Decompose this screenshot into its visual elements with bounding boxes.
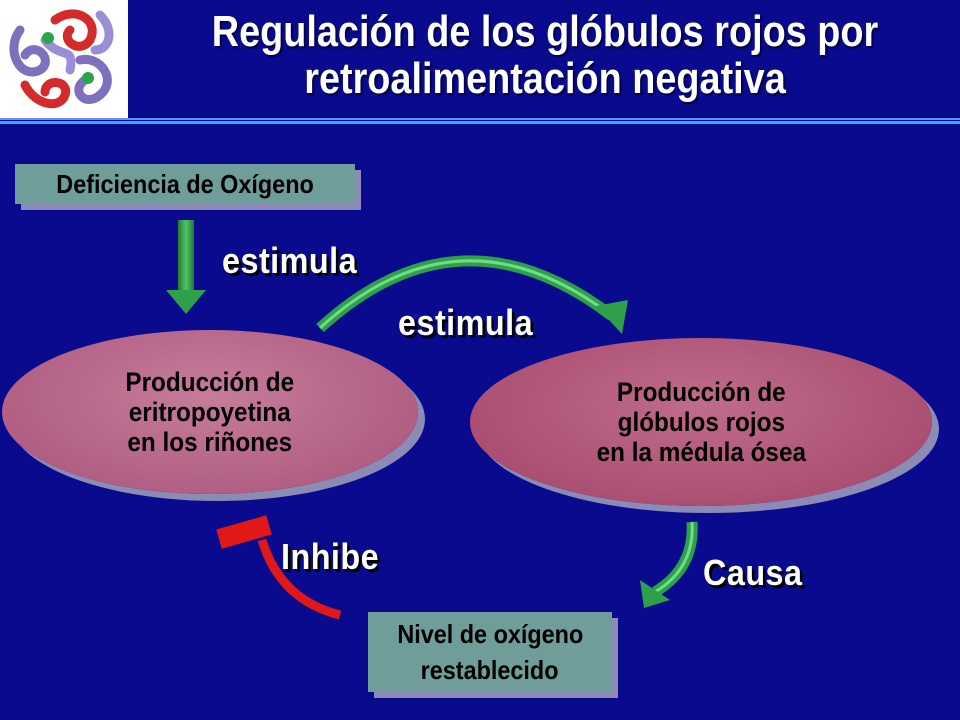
logo — [0, 0, 128, 118]
arrow-down-stimulates — [166, 220, 206, 314]
arrow-curved-stimulates — [316, 255, 628, 334]
title-divider-accent — [0, 121, 960, 124]
title-line-1: Regulación de los glóbulos rojos por — [211, 7, 879, 56]
node-oxygen-restored: Nivel de oxígeno restablecido — [368, 612, 612, 692]
node-oxygen-restored-line-2: restablecido — [421, 655, 559, 685]
node-epo-production: Producción de eritropoyetina en los riño… — [2, 330, 418, 494]
node-oxygen-deficiency: Deficiencia de Oxígeno — [15, 164, 355, 204]
node-oxygen-restored-line-1: Nivel de oxígeno — [397, 619, 583, 649]
node-oxygen-deficiency-label: Deficiencia de Oxígeno — [56, 169, 314, 199]
arrow-causes — [640, 521, 698, 608]
edge-label-stimulates-1: estimula — [222, 240, 358, 281]
title-line-2: retroalimentación negativa — [304, 54, 786, 103]
node-rbc-production-label: Producción de glóbulos rojos en la médul… — [596, 377, 806, 467]
edge-label-inhibits: Inhibe — [281, 536, 380, 577]
inhibit-connector — [216, 515, 342, 620]
node-rbc-production: Producción de glóbulos rojos en la médul… — [470, 338, 932, 506]
hemoglobin-molecule-icon — [9, 9, 114, 109]
node-epo-production-label: Producción de eritropoyetina en los riño… — [125, 367, 295, 457]
page-title: Regulación de los glóbulos rojos por ret… — [188, 8, 902, 102]
edge-label-stimulates-2: estimula — [398, 302, 534, 343]
title-divider — [0, 118, 960, 120]
edge-label-causes: Causa — [703, 552, 803, 593]
